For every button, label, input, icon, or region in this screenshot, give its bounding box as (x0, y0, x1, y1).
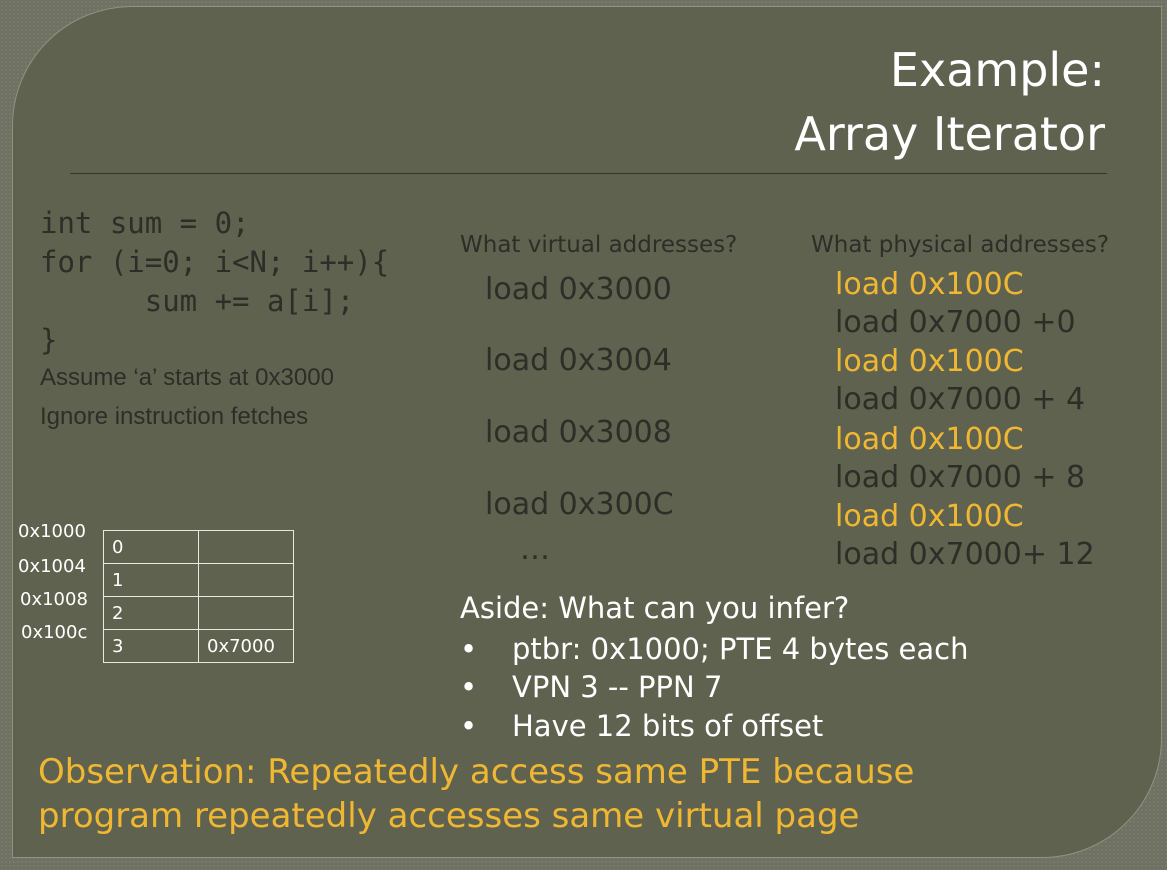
physical-load: load 0x100C (835, 422, 1024, 457)
aside-bullet: • Have 12 bits of offset (460, 709, 823, 743)
title-divider (70, 173, 1107, 174)
bullet-dot: • (460, 670, 478, 704)
physical-load: load 0x7000+ 12 (835, 537, 1095, 572)
table-row: 2 (103, 596, 294, 630)
table-row: 0 (103, 530, 294, 564)
physical-load: load 0x7000 + 8 (835, 460, 1086, 495)
bullet-dot: • (460, 632, 478, 666)
ppn-cell (198, 563, 294, 597)
bullet-dot: • (460, 709, 478, 743)
observation: Observation: Repeatedly access same PTE … (38, 750, 914, 838)
vpn-cell: 2 (103, 596, 199, 630)
virtual-load: load 0x300C (485, 487, 674, 522)
table-row: 1 (103, 563, 294, 597)
virtual-load: load 0x3004 (485, 343, 672, 378)
virtual-heading: What virtual addresses? (460, 232, 738, 258)
note-assume: Assume ‘a’ starts at 0x3000 (40, 364, 334, 391)
pte-address-label: 0x1008 (20, 589, 88, 610)
pte-address-label: 0x1000 (18, 521, 86, 542)
note-ignore: Ignore instruction fetches (40, 403, 309, 430)
aside-heading: Aside: What can you infer? (460, 591, 850, 625)
vpn-cell: 1 (103, 563, 199, 597)
code-snippet: int sum = 0; for (i=0; i<N; i++){ sum +=… (40, 206, 390, 357)
ppn-cell (198, 530, 294, 564)
physical-load: load 0x7000 + 4 (835, 382, 1086, 417)
page-table: 0 1 2 3 0x7000 (103, 530, 294, 663)
physical-load: load 0x100C (835, 499, 1024, 534)
vpn-cell: 3 (103, 629, 199, 663)
slide-panel (12, 6, 1162, 858)
observation-line-2: program repeatedly accesses same virtual… (38, 796, 860, 836)
vpn-cell: 0 (103, 530, 199, 564)
ppn-cell (198, 596, 294, 630)
bullet-text: VPN 3 -- PPN 7 (512, 670, 723, 704)
bullet-text: Have 12 bits of offset (512, 709, 824, 743)
physical-load: load 0x7000 +0 (835, 305, 1076, 340)
table-row: 3 0x7000 (103, 629, 294, 663)
virtual-load: load 0x3000 (485, 272, 672, 307)
ppn-cell: 0x7000 (198, 629, 294, 663)
aside-bullet: • VPN 3 -- PPN 7 (460, 670, 722, 704)
aside-bullet: • ptbr: 0x1000; PTE 4 bytes each (460, 632, 968, 666)
bullet-text: ptbr: 0x1000; PTE 4 bytes each (512, 632, 969, 666)
title-line-1: Example: (889, 43, 1105, 97)
slide-title: Example: Array Iterator (794, 38, 1105, 166)
physical-heading: What physical addresses? (811, 232, 1110, 258)
physical-load: load 0x100C (835, 267, 1024, 302)
physical-load: load 0x100C (835, 344, 1024, 379)
virtual-load: load 0x3008 (485, 415, 672, 450)
observation-line-1: Observation: Repeatedly access same PTE … (38, 752, 915, 792)
pte-address-label: 0x1004 (18, 556, 86, 577)
pte-address-label: 0x100c (21, 622, 88, 643)
title-line-2: Array Iterator (794, 107, 1105, 161)
virtual-ellipsis: … (520, 532, 550, 567)
